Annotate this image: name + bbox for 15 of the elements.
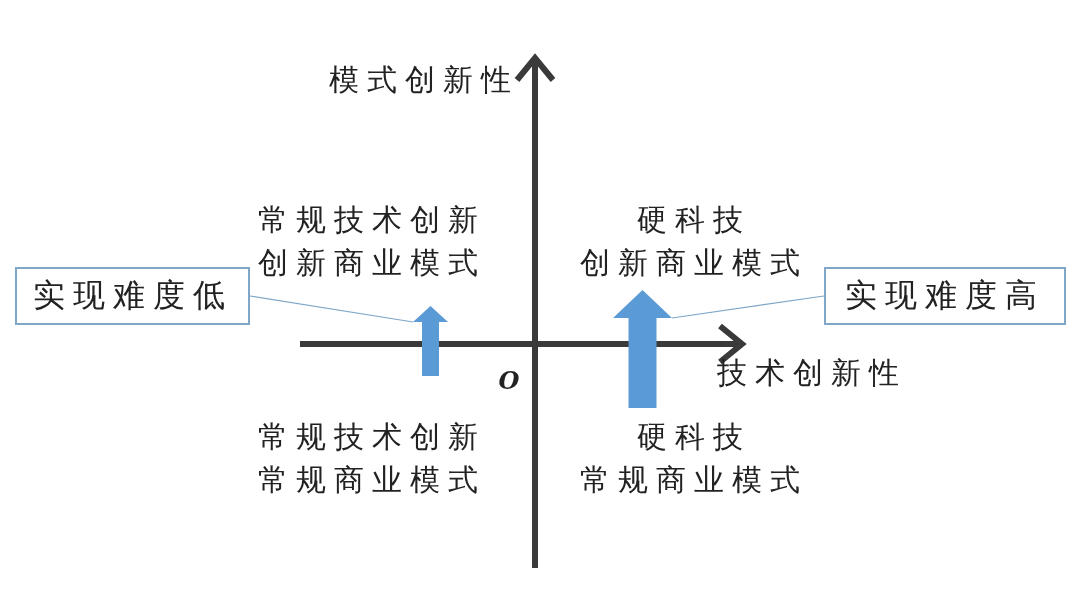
- quadrant-label: 常规技术创新: [258, 202, 486, 238]
- quadrant-label: 常规商业模式: [258, 462, 486, 498]
- quadrant-label: 硬科技: [637, 202, 751, 238]
- text-box: 实现难度低: [15, 267, 250, 325]
- text-box: 实现难度高: [824, 267, 1066, 325]
- quadrant-label: 创新商业模式: [580, 245, 808, 281]
- axis-label: 模式创新性: [329, 62, 519, 98]
- quadrant-label: 常规技术创新: [258, 419, 486, 455]
- leader-line: [249, 295, 414, 323]
- quadrant-label: 创新商业模式: [258, 245, 486, 281]
- quadrant-label: 常规商业模式: [580, 462, 808, 498]
- axis-label: 技术创新性: [717, 355, 907, 391]
- quadrant-label: 硬科技: [637, 419, 751, 455]
- origin-label: O: [498, 365, 520, 397]
- leader-line: [671, 295, 825, 319]
